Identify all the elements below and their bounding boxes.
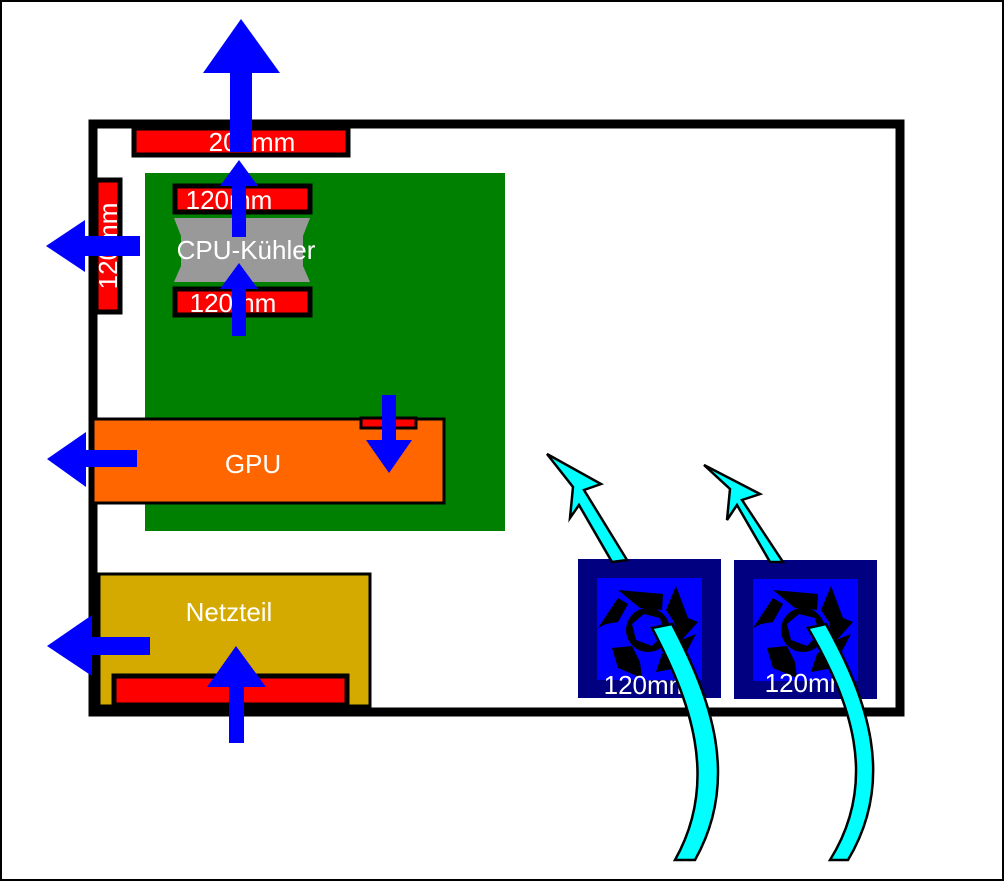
- front-fan-1: 120mm: [578, 559, 721, 700]
- cpu-cooler-label: CPU-Kühler: [177, 235, 316, 265]
- front-fan-2: 120mm: [734, 560, 877, 699]
- psu-intake-arrow-icon: [207, 646, 266, 743]
- psu-exhaust-arrow-icon: [47, 615, 150, 676]
- cpu-fan-top-label: 120mm: [186, 185, 273, 215]
- rear-exhaust-arrow-icon: [46, 220, 140, 272]
- front-intake-arrow-2-icon: [703, 463, 875, 862]
- gpu-exhaust-arrow-icon: [47, 432, 137, 487]
- gpu-intake-arrow-icon: [366, 395, 412, 473]
- top-exhaust-arrow-icon: [203, 19, 280, 152]
- front-intake-arrow-1-icon: [546, 452, 720, 862]
- gpu-label: GPU: [225, 449, 281, 479]
- psu-label: Netzteil: [186, 597, 273, 627]
- cpu-airflow-arrow-top-icon: [220, 160, 258, 237]
- cpu-cooler: CPU-Kühler: [174, 218, 316, 282]
- cpu-airflow-arrow-bottom-icon: [220, 263, 258, 336]
